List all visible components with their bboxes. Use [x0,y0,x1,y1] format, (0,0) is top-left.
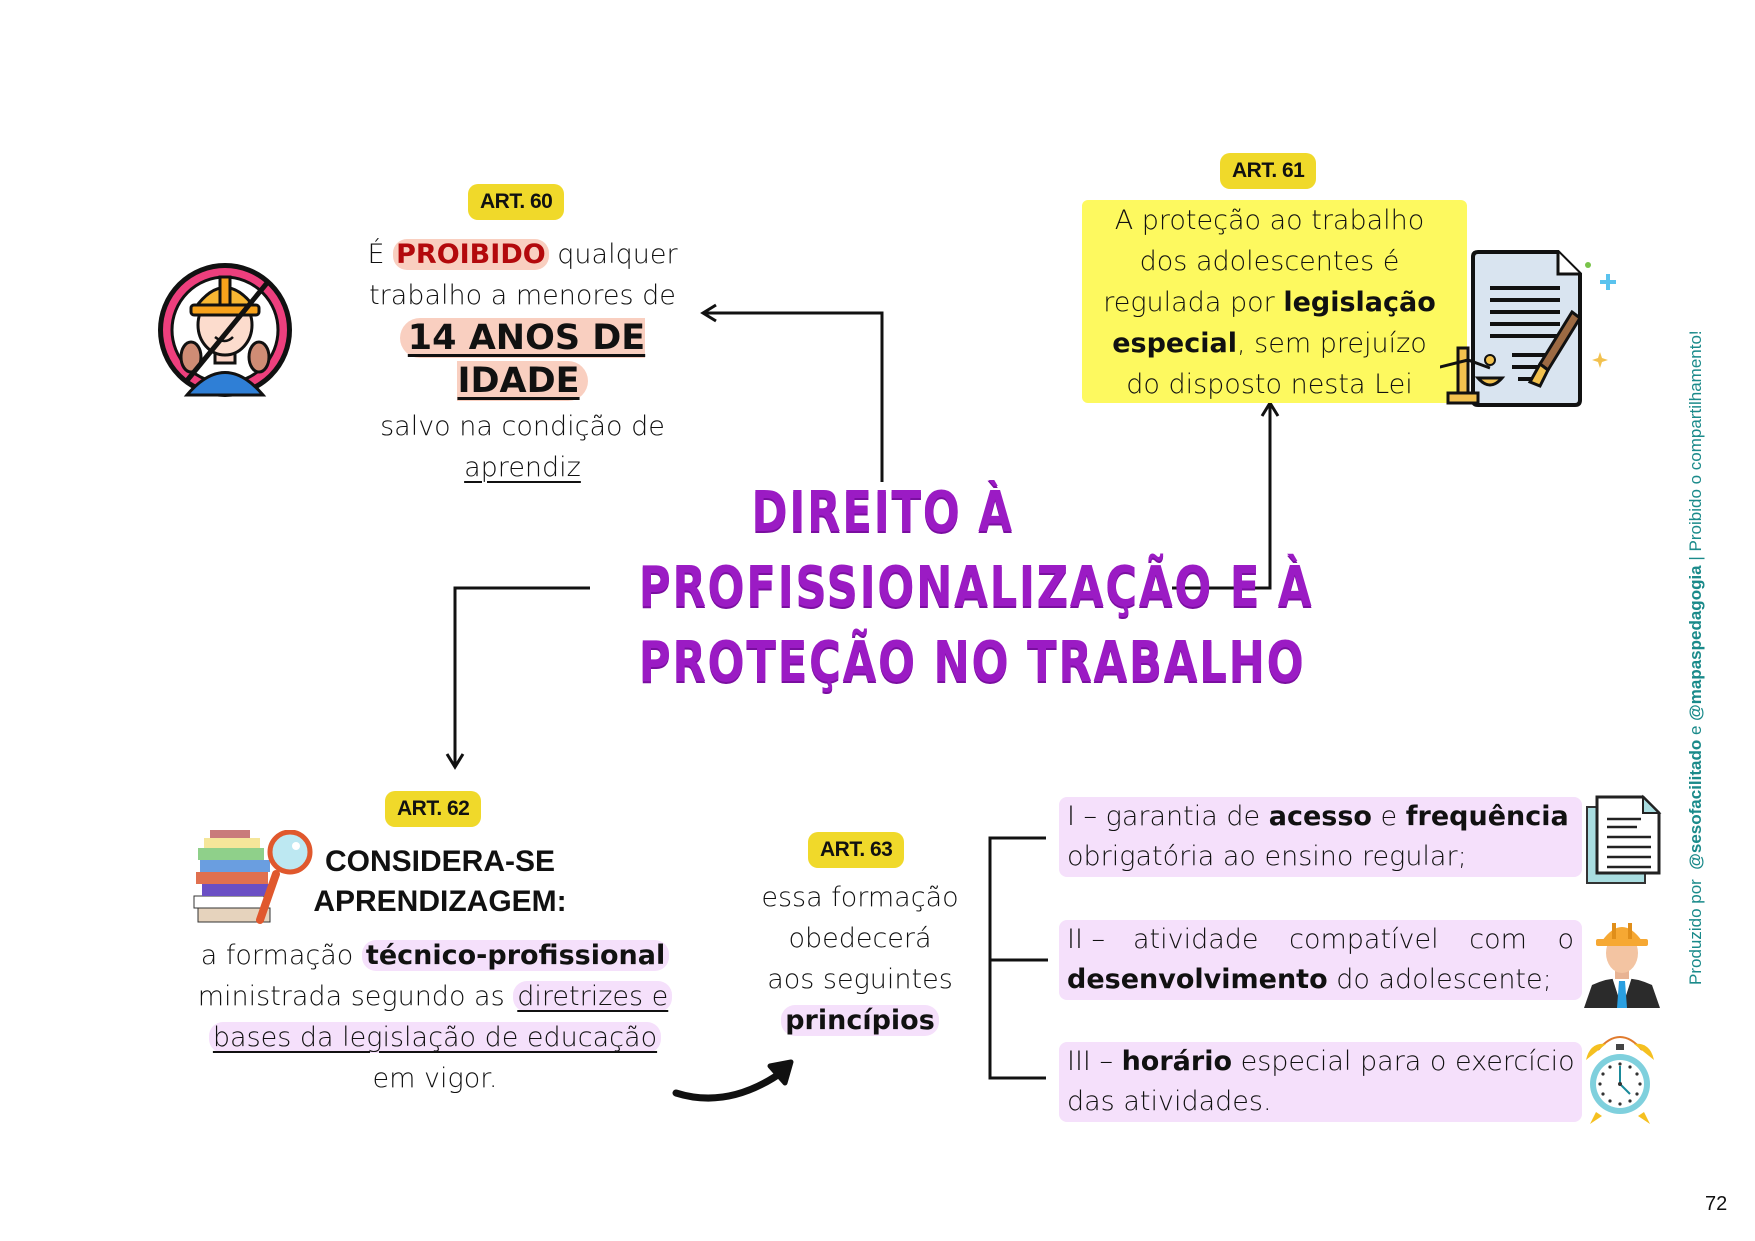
page-number: 72 [1705,1193,1728,1215]
art-60-age: 14 ANOS DE IDADE [330,318,715,404]
central-title: DIREITO À PROFISSIONALIZAÇÃO E À PROTEÇÃ… [638,475,1314,700]
credits-vertical: Produzido por @sesofacilitado e @mapaspe… [1686,330,1705,985]
principle-2: II – atividade compatível com o desenvol… [1059,920,1582,1000]
proibido-highlight: PROIBIDO [393,239,549,270]
title-line-3: PROTEÇÃO NO TRABALHO [638,630,1306,695]
worker-helmet-icon [1582,913,1662,1008]
prohibited-child-worker-icon [155,245,295,415]
art-60-line-5: aprendiz [464,452,581,483]
art-60-line-4: salvo na condição de [380,411,665,442]
art-61-text: A proteção ao trabalho dos adolescentes … [1103,205,1436,400]
art-60-line-1: É PROIBIDO qualquer [367,239,678,270]
art-63-badge: ART. 63 [808,832,905,868]
art-63-text: essa formação obedecerá aos seguintes pr… [761,882,959,1036]
principle-1: I – garantia de acesso e frequência obri… [1059,797,1582,877]
alarm-clock-icon [1580,1030,1660,1125]
books-magnifier-icon [190,830,320,930]
principle-3: III – horário especial para o exercício … [1059,1042,1582,1122]
art-62-badge: ART. 62 [385,791,482,827]
art-60-text: É PROIBIDO qualquer trabalho a menores d… [330,234,715,488]
art-61-badge: ART. 61 [1220,153,1317,189]
art-60-badge: ART. 60 [468,184,565,220]
art-60-line-2: trabalho a menores de [369,280,676,311]
title-line-1: DIREITO À [751,480,1014,545]
art-61-box [1082,200,1467,403]
title-line-2: PROFISSIONALIZAÇÃO E À [638,555,1314,620]
law-document-scales-icon [1440,240,1620,410]
art-62-heading: CONSIDERA-SE APRENDIZAGEM: [313,845,567,918]
document-icon [1583,793,1663,885]
art-62-text: a formação técnico-profissional ministra… [190,935,680,1099]
